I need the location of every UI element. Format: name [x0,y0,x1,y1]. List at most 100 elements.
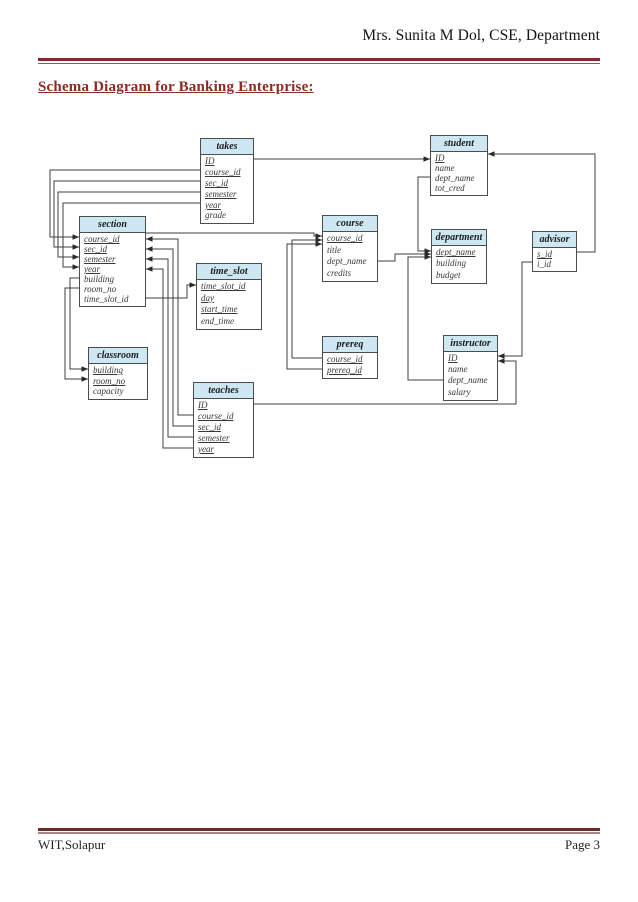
table-title-advisor: advisor [533,232,576,248]
table-title-course: course [323,216,377,232]
attr-prereq-course_id: course_id [327,354,363,364]
connection-teaches-sec_id-to-section-sec_id [146,246,193,427]
footer-page-number: Page 3 [564,837,600,852]
connection-prereq-course_id-to-course-course_id [291,237,322,359]
connection-advisor-s_id-to-student-ID [488,151,596,253]
attr-takes-ID: ID [205,156,215,166]
attr-time_slot-start_time: start_time [201,304,238,314]
attr-section-year: year [84,264,100,274]
connection-teaches-course_id-to-section-course_id [146,236,193,416]
attr-time_slot-day: day [201,292,214,303]
page-heading: Schema Diagram for Banking Enterprise: [38,79,314,95]
connection-section-time_slot_id-to-time_slot-time_slot_id [146,282,196,299]
attr-time_slot-time_slot_id: time_slot_id [201,281,246,291]
attr-advisor-i_id: i_id [537,259,552,269]
table-title-teaches: teaches [194,383,253,399]
attr-teaches-sec_id: sec_id [198,422,221,432]
connection-student-dept_name-to-department-dept_name [417,176,431,254]
connection-section-building-to-classroom-building [69,277,88,372]
connection-instructor-dept_name-to-department-dept_name [407,254,443,381]
attr-instructor-dept_name: dept_name [448,375,488,386]
attr-section-time_slot_id: time_slot_id [84,294,129,304]
attr-takes-course_id: course_id [205,166,241,177]
schema-diagram-connections [49,151,596,449]
footer-double-rule [38,828,600,834]
connection-takes-year-to-section-year [62,202,200,270]
attr-course-dept_name: dept_name [327,256,367,266]
table-title-classroom: classroom [89,348,147,364]
attr-instructor-name: name [448,364,468,375]
attr-course-course_id: course_id [327,233,363,243]
connection-teaches-year-to-section-year [146,266,193,449]
document-header-title: Mrs. Sunita M Dol, CSE, Department [362,27,600,44]
attr-teaches-ID: ID [198,400,208,410]
attr-section-room_no: room_no [84,284,117,294]
attr-takes-grade: grade [205,210,226,221]
table-title-section: section [80,217,145,233]
connection-takes-semester-to-section-semester [57,191,200,260]
connection-course-dept_name-to-department-dept_name [378,251,431,262]
connection-advisor-i_id-to-instructor-ID [498,261,532,359]
table-title-department: department [432,230,486,246]
connection-teaches-ID-to-instructor-ID [254,358,517,405]
connection-prereq-prereq_id-to-course-course_id [286,241,322,370]
table-title-instructor: instructor [444,336,497,352]
table-title-time_slot: time_slot [197,264,261,280]
attr-student-tot_cred: tot_cred [435,183,465,193]
table-title-student: student [431,136,487,152]
attr-department-budget: budget [436,269,461,280]
attr-section-course_id: course_id [84,234,120,244]
attr-advisor-s_id: s_id [537,249,553,259]
attr-department-dept_name: dept_name [436,247,476,257]
attr-takes-sec_id: sec_id [205,177,228,188]
table-title-takes: takes [201,139,253,155]
connection-takes-sec_id-to-section-sec_id [53,180,200,250]
attr-department-building: building [436,258,467,269]
attr-student-name: name [435,163,455,173]
attr-time_slot-end_time: end_time [201,315,234,326]
attr-classroom-room_no: room_no [93,375,126,386]
attr-prereq-prereq_id: prereq_id [327,365,362,375]
connection-section-course_id-to-course-course_id [146,232,322,239]
attr-course-credits: credits [327,267,352,278]
header-double-rule [38,58,600,64]
attr-section-sec_id: sec_id [84,244,107,254]
footer-institution: WIT,Solapur [38,837,106,852]
attr-instructor-ID: ID [448,353,458,363]
table-title-prereq: prereq [323,337,377,353]
attr-takes-year: year [205,199,221,210]
connection-takes-course_id-to-section-course_id [49,169,200,240]
connection-section-room_no-to-classroom-room_no [64,287,88,382]
attr-student-ID: ID [435,153,445,163]
attr-teaches-year: year [198,444,214,454]
attr-classroom-capacity: capacity [93,386,124,396]
attr-instructor-salary: salary [448,386,471,397]
attr-course-title: title [327,244,341,255]
attr-teaches-semester: semester [198,433,230,443]
attr-section-building: building [84,274,115,284]
attr-takes-semester: semester [205,188,237,199]
attr-teaches-course_id: course_id [198,411,234,421]
attr-section-semester: semester [84,254,116,264]
